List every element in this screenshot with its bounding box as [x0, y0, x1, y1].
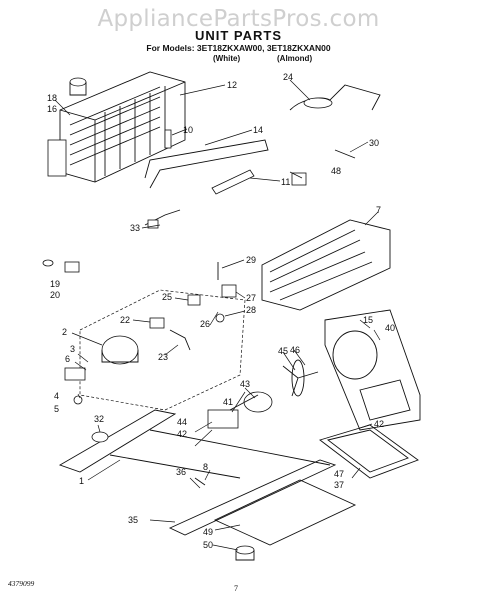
grommet-50	[235, 545, 255, 561]
watermark: AppliancePartsPros.com	[97, 6, 380, 32]
page-title: UNIT PARTS	[194, 28, 283, 43]
color-white-label: (White)	[213, 54, 241, 63]
callout-47: 47	[334, 469, 344, 479]
callout-16: 16	[47, 104, 57, 114]
fan-shroud	[324, 309, 421, 431]
callout-49: 49	[203, 527, 213, 537]
part-3	[64, 367, 86, 381]
callout-37: 37	[334, 480, 344, 490]
callout-22: 22	[120, 315, 130, 325]
evaporator-coil	[261, 219, 391, 311]
callout-8: 8	[203, 462, 208, 472]
callout-48: 48	[331, 166, 341, 176]
callout-41: 41	[223, 397, 233, 407]
callout-36: 36	[176, 467, 186, 477]
base-rails	[58, 409, 337, 536]
page-number: 7	[234, 584, 238, 593]
part-4	[73, 395, 83, 405]
part-22	[149, 317, 165, 329]
callout-44: 44	[177, 417, 187, 427]
part-33-block	[147, 219, 159, 229]
callout-35: 35	[128, 515, 138, 525]
leader-lines	[54, 79, 381, 551]
callout-15: 15	[363, 315, 373, 325]
callout-26: 26	[200, 319, 210, 329]
callout-45: 45	[278, 346, 288, 356]
control-box-outline	[79, 289, 246, 411]
tube-24	[289, 84, 381, 111]
callout-4: 4	[54, 391, 59, 401]
part-10	[164, 129, 172, 149]
callout-7: 7	[376, 205, 381, 215]
callout-25: 25	[162, 292, 172, 302]
callout-42-right: 42	[374, 419, 384, 429]
callout-40: 40	[385, 323, 395, 333]
callout-6: 6	[65, 354, 70, 364]
compressor	[101, 335, 139, 365]
relay	[221, 284, 237, 298]
callout-14: 14	[253, 125, 263, 135]
callout-33: 33	[130, 223, 140, 233]
callout-1: 1	[79, 476, 84, 486]
capillary-tube	[144, 139, 269, 189]
callout-2: 2	[62, 327, 67, 337]
callout-18: 18	[47, 93, 57, 103]
pan-49	[213, 479, 357, 546]
callout-24: 24	[283, 72, 293, 82]
document-number: 4379099	[8, 579, 35, 588]
callout-11: 11	[281, 177, 290, 187]
callout-5: 5	[54, 404, 59, 414]
drain-pan	[319, 424, 419, 479]
callout-27: 27	[246, 293, 256, 303]
callout-43: 43	[240, 379, 250, 389]
part-19	[42, 259, 54, 267]
callout-20: 20	[50, 290, 60, 300]
callout-50: 50	[203, 540, 213, 550]
callout-29: 29	[246, 255, 256, 265]
cap-part	[69, 77, 87, 96]
callout-46: 46	[290, 345, 300, 355]
callout-42-left: 42	[177, 429, 187, 439]
callout-12: 12	[227, 80, 237, 90]
part-23	[169, 329, 191, 351]
part-30	[334, 149, 356, 159]
callout-10: 10	[183, 125, 193, 135]
part-48	[291, 172, 307, 186]
model-list: For Models: 3ET18ZKXAW00, 3ET18ZKXAN00	[146, 43, 331, 53]
drain-pan-inner	[326, 429, 409, 473]
callout-3: 3	[70, 344, 75, 354]
callout-labels: 18 16 12 24 10 14 30 11 48 7 33 29 19 20…	[47, 72, 395, 550]
color-almond-label: (Almond)	[277, 54, 313, 63]
callout-23: 23	[158, 352, 168, 362]
part-32	[91, 431, 109, 443]
condenser-coil	[47, 71, 186, 183]
fan-blade	[282, 359, 319, 397]
part-28	[215, 313, 225, 323]
tube-bulb	[303, 97, 333, 109]
callout-32: 32	[94, 414, 104, 424]
part-20	[64, 261, 80, 273]
callout-19: 19	[50, 279, 60, 289]
callout-30: 30	[369, 138, 379, 148]
drier	[211, 169, 255, 195]
fan-motor	[207, 391, 273, 429]
part-25	[187, 294, 201, 306]
callout-28: 28	[246, 305, 256, 315]
